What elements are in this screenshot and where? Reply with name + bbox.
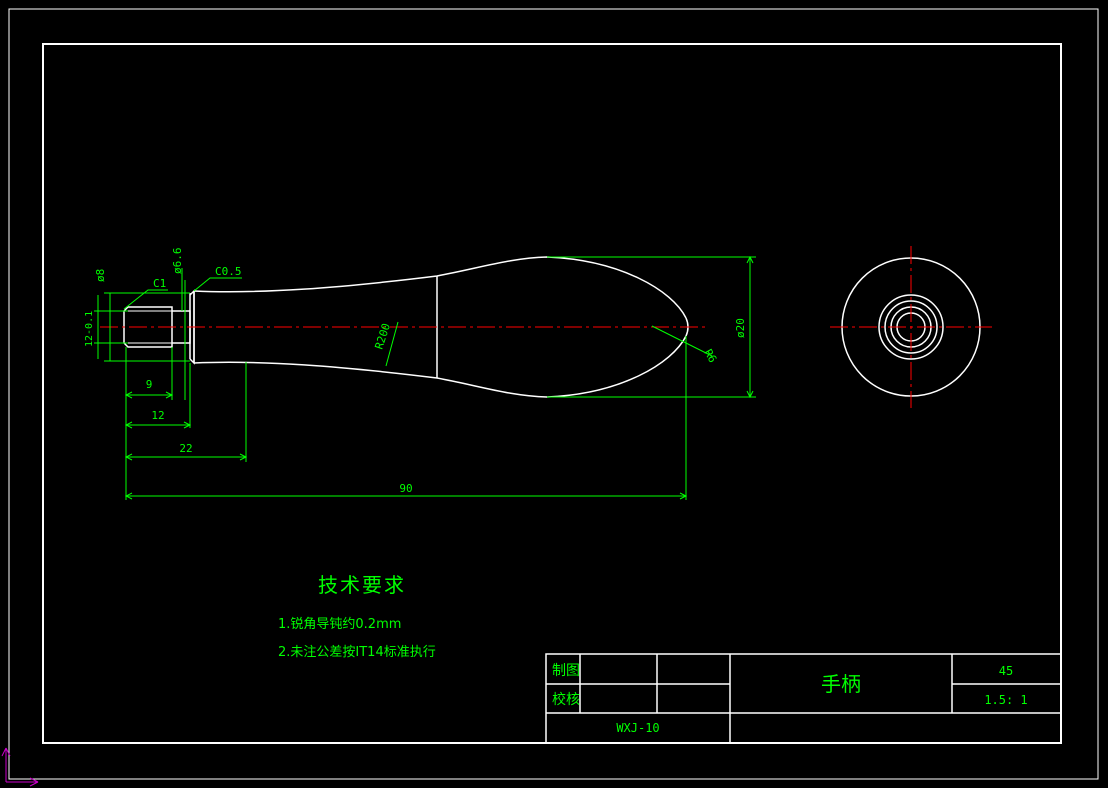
dim-d8: ø8: [94, 269, 107, 282]
dim-r200: R200: [372, 322, 393, 351]
part-name: 手柄: [821, 672, 861, 696]
material: 45: [999, 664, 1013, 678]
ucs-icon: [1, 747, 39, 787]
notes-item-2: 2.未注公差按IT14标准执行: [278, 645, 436, 660]
dim-len90: 90: [399, 482, 412, 495]
drawn-label: 制图: [552, 663, 580, 679]
side-centerlines: [830, 246, 992, 408]
checked-label: 校核: [552, 691, 580, 708]
title-block: [545, 653, 1062, 744]
drawing-frame: [42, 43, 1062, 744]
dim-r6: R6: [701, 347, 719, 365]
dim-d12: 12-0.1: [84, 311, 95, 347]
drawing-number: WXJ-10: [616, 721, 659, 735]
dimension-lines: [94, 255, 756, 500]
dim-c1: C1: [153, 277, 166, 290]
sheet-border: [8, 8, 1099, 780]
dim-c05: C0.5: [215, 265, 242, 278]
notes-title: 技术要求: [318, 573, 406, 597]
dim-len22: 22: [179, 442, 192, 455]
dim-d20: ø20: [734, 318, 747, 338]
dim-d66: ø6.6: [171, 248, 184, 275]
dim-len9: 9: [146, 378, 153, 391]
scale: 1.5: 1: [984, 693, 1027, 707]
dim-len12: 12: [151, 409, 164, 422]
notes-item-1: 1.锐角导钝约0.2mm: [278, 617, 401, 632]
